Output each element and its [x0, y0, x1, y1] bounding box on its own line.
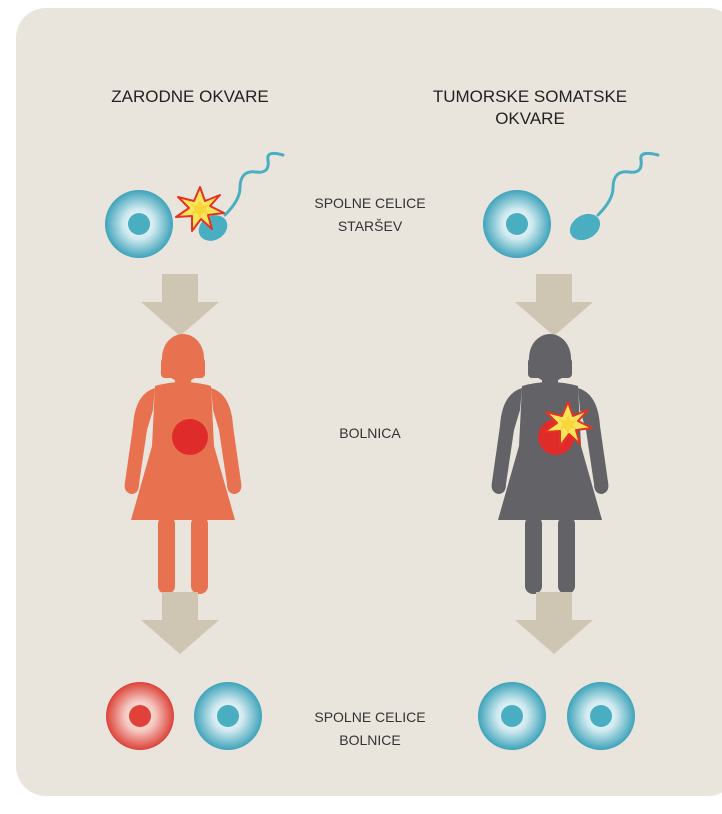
woman-icon: [492, 334, 609, 594]
arrow-down-icon: [515, 274, 593, 336]
tumor-icon: [172, 419, 208, 455]
woman-icon: [125, 334, 242, 594]
cell-icon: [567, 682, 635, 750]
arrow-down-icon: [141, 592, 219, 654]
cell-icon: [483, 190, 551, 258]
arrow-down-icon: [141, 274, 219, 336]
arrow-down-icon: [515, 592, 593, 654]
cell-icon: [105, 190, 173, 258]
sperm-icon: [565, 153, 658, 245]
cell-icon: [478, 682, 546, 750]
cell-icon: [194, 682, 262, 750]
cell-icon: [106, 682, 174, 750]
